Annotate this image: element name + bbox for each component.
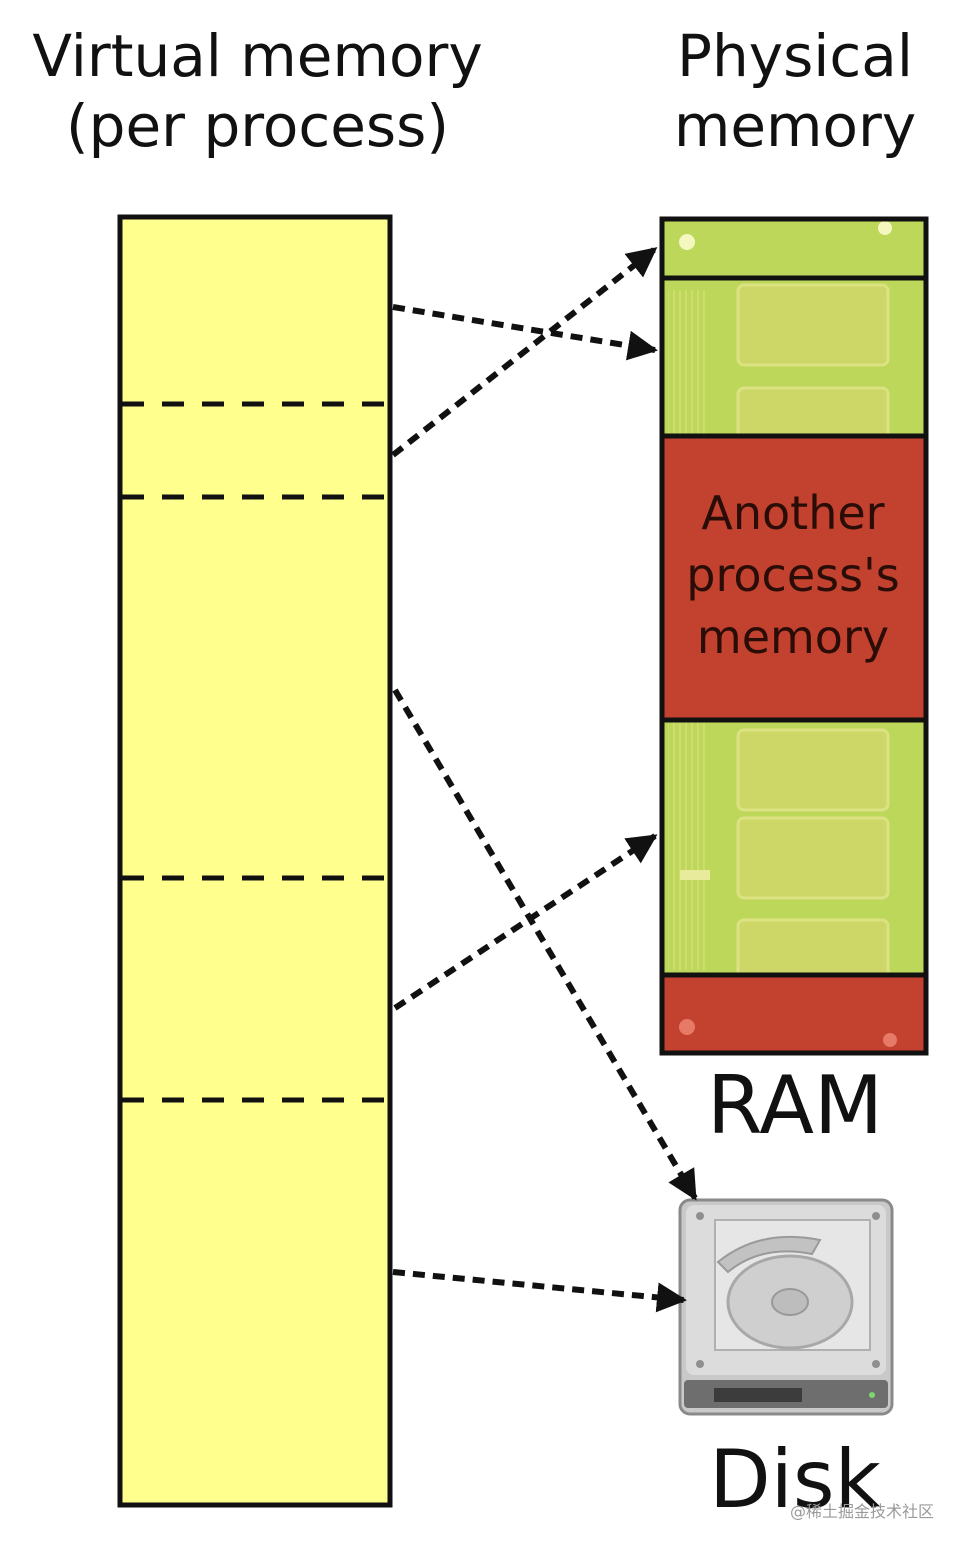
disk-spindle bbox=[771, 1288, 809, 1316]
mapping-arrows bbox=[391, 246, 698, 1313]
disk-screw-3 bbox=[696, 1360, 704, 1368]
physical-memory-title-line-2: memory bbox=[673, 91, 917, 160]
another-process-label-line-3: memory bbox=[696, 610, 890, 665]
disk-arm bbox=[716, 1235, 822, 1274]
virtual-memory-block bbox=[117, 214, 393, 1508]
ram-hole-top bbox=[679, 234, 695, 250]
ram-chip-3 bbox=[736, 728, 890, 812]
ram-hole-top-right bbox=[878, 221, 892, 235]
arrow-page1-to-frame2 bbox=[392, 304, 658, 361]
ram-chip-4 bbox=[736, 816, 890, 900]
virtual-memory-title-line-2: (per process) bbox=[66, 91, 449, 160]
arrow-page3-to-disk bbox=[392, 688, 698, 1201]
physical-memory-title-line-1: Physical bbox=[677, 22, 913, 90]
ram-hole-bottom-right bbox=[883, 1033, 897, 1047]
disk-screw-1 bbox=[696, 1212, 704, 1220]
ram-label: RAM bbox=[706, 1059, 884, 1152]
arrow-page5-to-disk bbox=[392, 1269, 687, 1313]
hard-disk-icon bbox=[678, 1198, 894, 1416]
ram-chip-icon bbox=[659, 216, 929, 1056]
virtual-memory-title-line-1: Virtual memory bbox=[32, 22, 483, 90]
another-process-label-line-1: Another bbox=[701, 486, 885, 540]
physical-memory-title: Physical memory bbox=[630, 22, 960, 161]
ram-contact-strip bbox=[680, 870, 710, 880]
another-process-label: Another process's memory bbox=[662, 482, 924, 668]
arrow-page2-to-frame1 bbox=[391, 246, 658, 458]
page-boundaries bbox=[122, 401, 388, 1103]
another-process-region bbox=[662, 436, 926, 720]
watermark: @稀土掘金技术社区 bbox=[789, 1502, 934, 1521]
disk-screw-2 bbox=[872, 1212, 880, 1220]
disk-led bbox=[869, 1392, 875, 1398]
ram-outline bbox=[659, 216, 929, 1056]
disk-connector bbox=[714, 1388, 802, 1402]
arrow-page4-to-frame4 bbox=[393, 833, 658, 1011]
virtual-memory-title: Virtual memory (per process) bbox=[20, 22, 495, 161]
disk-screw-4 bbox=[872, 1360, 880, 1368]
ram-hole-bottom bbox=[679, 1019, 695, 1035]
ram-bottom-region bbox=[662, 975, 926, 1053]
another-process-label-line-2: process's bbox=[686, 548, 900, 603]
ram-chip-1 bbox=[736, 283, 890, 367]
disk-label: Disk bbox=[709, 1433, 881, 1526]
